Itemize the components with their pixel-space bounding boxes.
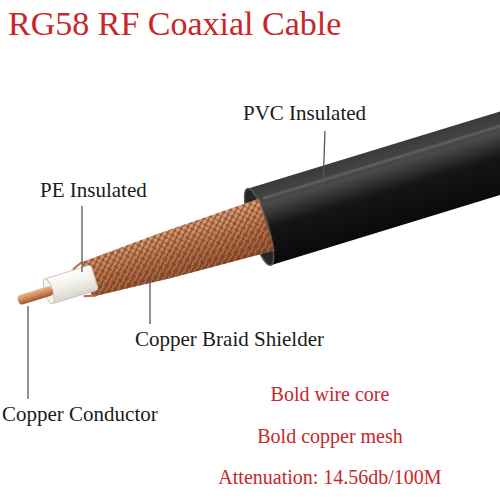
part-label: PE Insulated [40,178,147,202]
part-label: Copper Braid Shielder [135,327,324,351]
leader-line [81,206,82,272]
leader-line [149,276,150,324]
feature-note: Bold wire core [170,383,490,406]
diagram-title: RG58 RF Coaxial Cable [8,4,341,43]
copper-braid [79,199,275,306]
feature-note: Bold copper mesh [170,425,490,448]
copper-conductor [17,285,54,305]
leader-lines [28,131,325,399]
coax-cable [6,95,500,339]
spec-note: Attenuation: 14.56db/100M [170,466,490,489]
part-label: Copper Conductor [2,402,158,426]
leader-line [27,306,28,399]
leader-line [323,131,325,186]
part-label: PVC Insulated [243,101,366,125]
